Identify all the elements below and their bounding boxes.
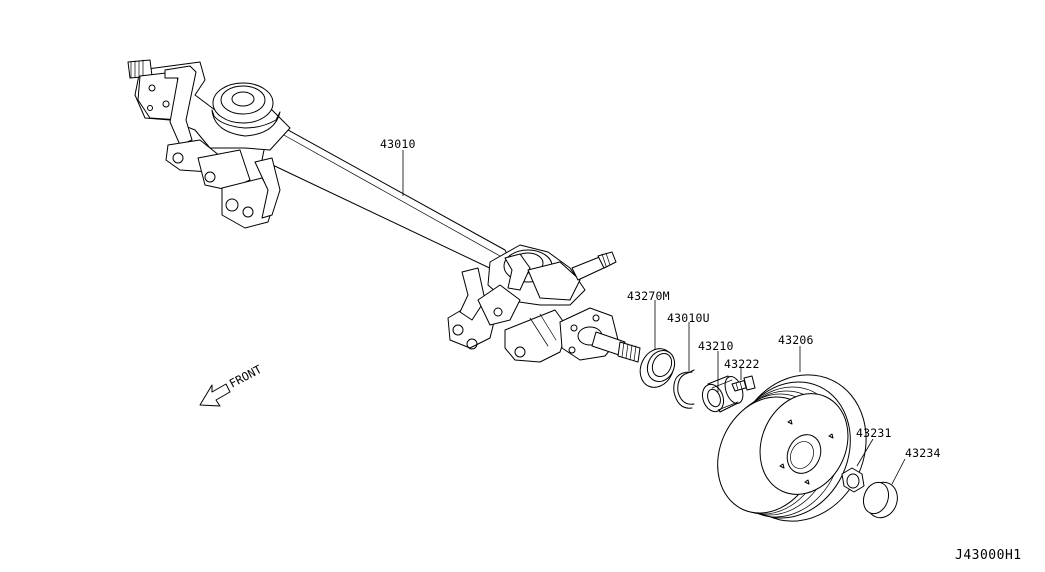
oil-seal[interactable] [634,343,680,393]
part-number-43210[interactable]: 43210 [698,339,734,353]
part-number-43234[interactable]: 43234 [905,446,941,460]
part-number-43231[interactable]: 43231 [856,426,892,440]
front-direction-indicator: FRONT [199,362,264,407]
front-label: FRONT [227,362,264,391]
part-number-43010[interactable]: 43010 [380,137,416,151]
hub-cap[interactable] [859,478,902,522]
diagram-id: J43000H1 [955,548,1022,563]
axle-beam-assembly[interactable] [127,59,641,363]
wheel-bearing[interactable] [699,374,746,414]
part-number-43270M[interactable]: 43270M [627,289,670,303]
part-number-43010U[interactable]: 43010U [667,311,710,325]
hub-bolt[interactable] [731,375,756,392]
snap-ring[interactable] [673,369,695,409]
part-number-43222[interactable]: 43222 [724,357,760,371]
hub-nut[interactable] [841,467,865,493]
brake-drum[interactable] [699,353,890,543]
part-number-43206[interactable]: 43206 [778,333,814,347]
leader-lines [402,150,906,485]
front-arrow-icon [199,383,231,407]
